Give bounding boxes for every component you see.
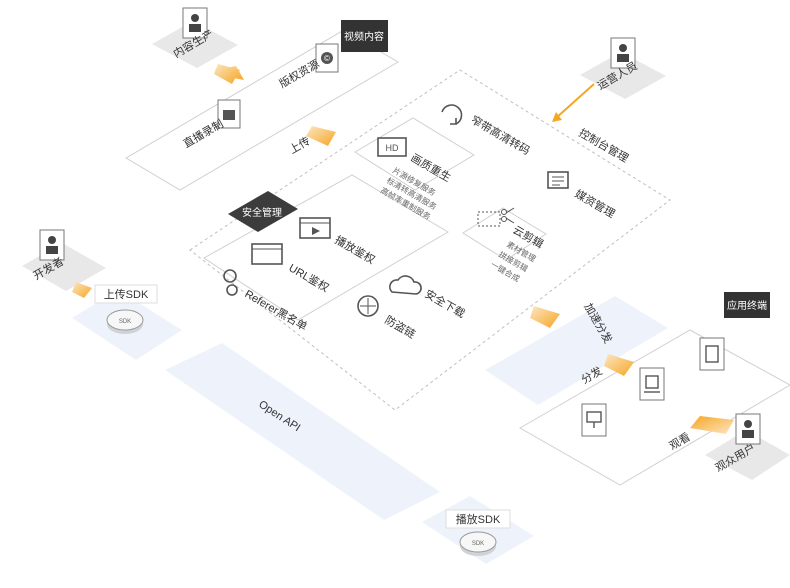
key-icon — [223, 269, 238, 296]
play-icon — [299, 217, 331, 239]
play-auth-label: 播放鉴权 — [333, 232, 378, 266]
distribution-band — [485, 296, 668, 405]
core-platform-region — [189, 69, 671, 411]
play-sdk-tag: 播放SDK — [445, 509, 511, 529]
arrow-icon — [306, 126, 336, 146]
arrow-icon — [72, 282, 92, 298]
security-title: 安全管理 — [228, 191, 298, 232]
anti-leech-label: 防盗链 — [383, 312, 419, 341]
content-producer-base — [152, 21, 238, 68]
svg-text:SDK: SDK — [119, 319, 131, 325]
audience-base — [705, 430, 790, 480]
cloud-icon — [388, 275, 422, 295]
copyright-source-label: 版权资源 — [277, 56, 322, 90]
upload-sdk-tag: 上传SDK — [94, 284, 158, 304]
transcode-label: 窄带高清转码 — [469, 112, 533, 157]
operator-base — [580, 52, 666, 99]
copyright-source-icon: © — [315, 43, 339, 73]
open-api-band — [165, 343, 440, 520]
svg-text:应用终端: 应用终端 — [727, 299, 767, 312]
svg-text:HD: HD — [386, 143, 399, 153]
app-terminal-title: 应用终端 — [724, 292, 770, 318]
media-manage-label: 媒资管理 — [573, 186, 618, 220]
referer-label: Referer黑名单 — [243, 286, 310, 333]
anti-leech-icon — [357, 295, 379, 317]
live-recording-icon — [217, 99, 241, 129]
sync-icon — [441, 104, 463, 125]
url-window-icon — [251, 243, 283, 265]
svg-text:安全管理: 安全管理 — [242, 206, 282, 219]
quality-reborn-plate — [354, 117, 475, 191]
operator-person-icon — [610, 37, 636, 69]
audience-person-icon — [735, 413, 761, 445]
svg-text:©: © — [324, 54, 330, 63]
arrow-icon — [530, 306, 560, 328]
tablet-icon — [699, 337, 725, 371]
upload-sdk-disc-icon: SDK — [106, 309, 144, 334]
scissors-icon — [477, 207, 515, 227]
svg-text:上传SDK: 上传SDK — [104, 288, 149, 301]
content-producer-person-icon — [182, 7, 208, 39]
cloud-edit-plate — [462, 207, 547, 261]
video-content-plate — [125, 29, 399, 191]
security-plate — [203, 174, 449, 321]
url-auth-label: URL鉴权 — [287, 261, 332, 294]
watch-label: 观看 — [667, 429, 693, 452]
svg-text:SDK: SDK — [472, 541, 484, 547]
developer-person-icon — [39, 229, 65, 261]
svg-text:播放SDK: 播放SDK — [456, 512, 501, 526]
arrow-icon — [690, 416, 734, 434]
laptop-icon — [639, 367, 665, 401]
arrow-icon — [555, 83, 595, 119]
arrow-icon — [604, 354, 634, 376]
svg-text:视频内容: 视频内容 — [344, 30, 384, 43]
video-content-title: 视频内容 — [341, 20, 388, 52]
arrow-icon — [552, 112, 562, 122]
monitor-icon — [581, 403, 607, 437]
play-sdk-disc-icon: SDK — [459, 531, 497, 556]
secure-download-label: 安全下载 — [423, 286, 468, 320]
document-icon — [547, 171, 569, 189]
arrow-icon — [214, 64, 240, 84]
upload-label: 上传 — [287, 134, 313, 156]
hd-icon: HD — [377, 137, 407, 157]
